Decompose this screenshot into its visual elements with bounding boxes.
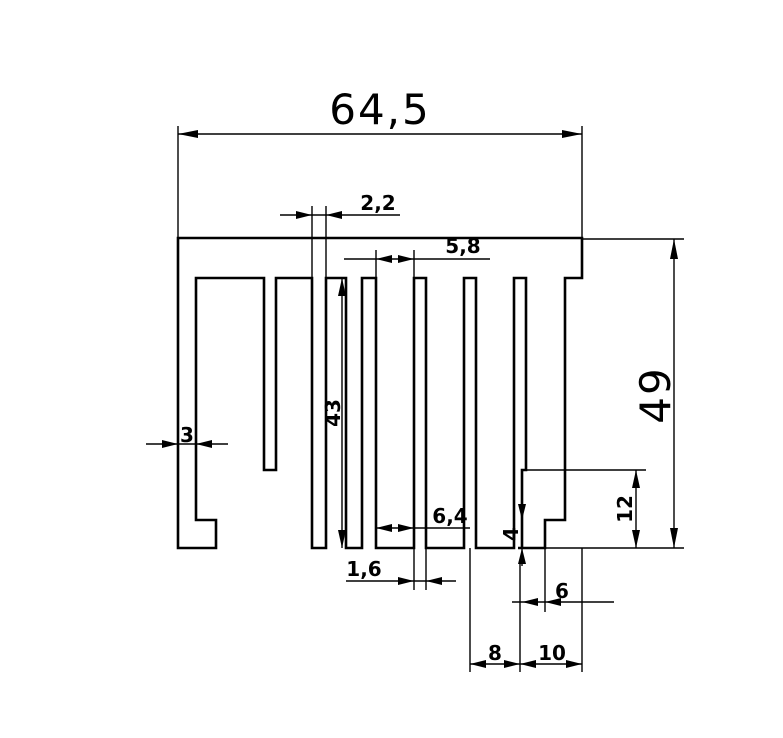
dim-fin-gap-label: 2,2 [360,191,395,215]
dim-foot-width: 6 [512,528,614,612]
dim-overall-width: 64,5 [177,85,583,238]
dim-foot-offset-left-label: 8 [488,641,502,665]
dim-fin-thickness: 1,6 [346,548,456,590]
dim-fin-pitch: 5,8 [344,234,490,278]
dim-fin-thickness-label: 1,6 [346,557,381,581]
dim-base-wall: 3 [146,423,228,448]
dim-fin-gap: 2,2 [280,191,400,278]
dim-fin-pitch-label: 5,8 [445,234,480,258]
dim-foot-offsets: 8 10 [469,548,583,672]
dim-overall-height-label: 49 [631,366,680,423]
dim-fin-pitch-small-label: 6,4 [432,504,467,528]
dim-base-wall-label: 3 [180,423,194,447]
dim-foot-width-label: 6 [555,579,569,603]
dim-foot-height: 12 [526,469,646,548]
dim-fin-height: 43 [321,278,346,548]
dim-foot-step: 4 [499,486,526,566]
dim-foot-step-label: 4 [499,527,523,541]
dim-fin-height-label: 43 [321,399,345,427]
dim-foot-offset-right-label: 10 [538,641,566,665]
dim-fin-pitch-small: 6,4 [376,504,470,532]
dim-foot-height-label: 12 [613,495,637,523]
dim-overall-height: 49 [545,238,684,549]
dim-overall-width-label: 64,5 [329,85,431,134]
